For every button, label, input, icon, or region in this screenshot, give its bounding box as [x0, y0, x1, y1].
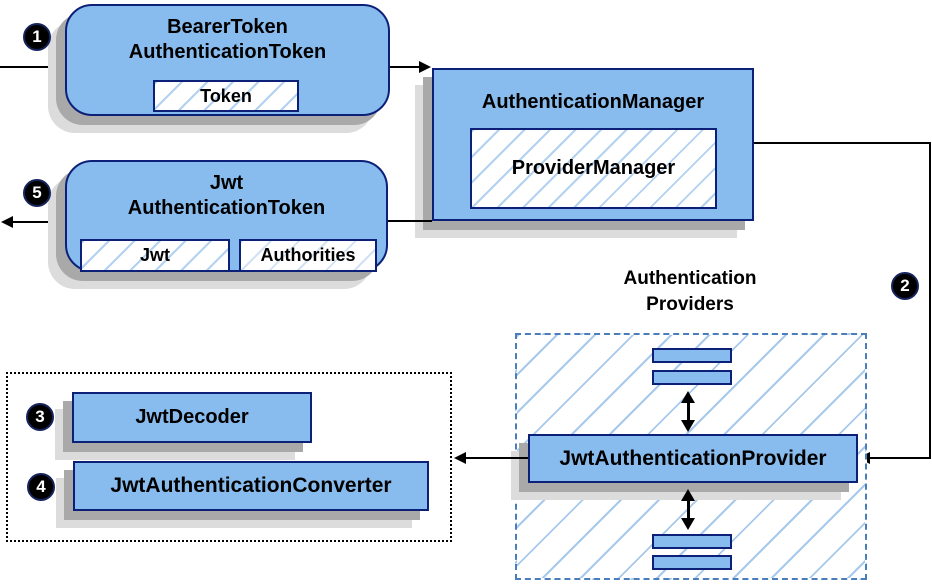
double-arrow-bottom [687, 499, 690, 521]
authentication-manager-title: AuthenticationManager [481, 91, 705, 113]
authorities-field: Authorities [239, 239, 377, 272]
step-4-badge: 4 [27, 473, 55, 501]
jwt-authentication-converter-node: JwtAuthenticationConverter [73, 461, 429, 511]
providers-label-line2: Providers [646, 294, 734, 315]
other-provider-bar [652, 534, 732, 549]
jwt-authentication-provider-node: JwtAuthenticationProvider [528, 434, 858, 483]
connector-to-provider [869, 457, 929, 459]
providers-label-line1: Authentication [623, 268, 757, 289]
token-field: Token [153, 80, 299, 112]
double-arrow-top [687, 401, 690, 423]
jwt-token-title-line2: AuthenticationToken [127, 197, 326, 219]
double-arrow-top-up-icon [681, 391, 695, 403]
step-1-badge: 1 [23, 23, 51, 51]
connector-right-down [929, 142, 931, 459]
connector-bearer-to-manager [390, 66, 420, 68]
bearer-token-authentication-token-node: BearerToken AuthenticationToken Token [65, 4, 390, 116]
connector-manager-right [754, 142, 931, 144]
double-arrow-bottom-down-icon [681, 518, 695, 530]
provider-manager-field: ProviderManager [470, 128, 717, 209]
connector-incoming-request [0, 66, 65, 68]
authentication-providers-label: Authentication Providers [575, 266, 805, 318]
step-3-badge: 3 [26, 403, 54, 431]
jwt-token-title-line1: Jwt [209, 172, 244, 194]
other-provider-bar [652, 348, 732, 363]
connector-provider-to-resolvers [465, 457, 528, 459]
arrowhead-into-manager-icon [419, 61, 431, 73]
jwt-authentication-token-node: Jwt AuthenticationToken Jwt Authorities [65, 160, 388, 272]
double-arrow-top-down-icon [681, 420, 695, 432]
jwt-decoder-node: JwtDecoder [72, 392, 312, 443]
jwt-field: Jwt [80, 239, 230, 272]
authentication-manager-node: AuthenticationManager ProviderManager [432, 68, 754, 221]
step-2-badge: 2 [891, 272, 919, 300]
decoder-converter-group [6, 372, 452, 542]
other-provider-bar [652, 555, 732, 570]
arrowhead-outgoing-icon [1, 216, 13, 228]
other-provider-bar [652, 370, 732, 385]
double-arrow-bottom-up-icon [681, 489, 695, 501]
arrowhead-into-resolvers-icon [454, 452, 466, 464]
bearer-token-title-line2: AuthenticationToken [128, 41, 327, 63]
connector-outgoing-result [12, 221, 65, 223]
step-5-badge: 5 [23, 179, 51, 207]
bearer-token-title-line1: BearerToken [167, 16, 288, 38]
connector-manager-to-jwt-token [388, 220, 432, 222]
jwt-token-title: Jwt AuthenticationToken [67, 171, 386, 221]
bearer-token-title: BearerToken AuthenticationToken [67, 15, 388, 65]
